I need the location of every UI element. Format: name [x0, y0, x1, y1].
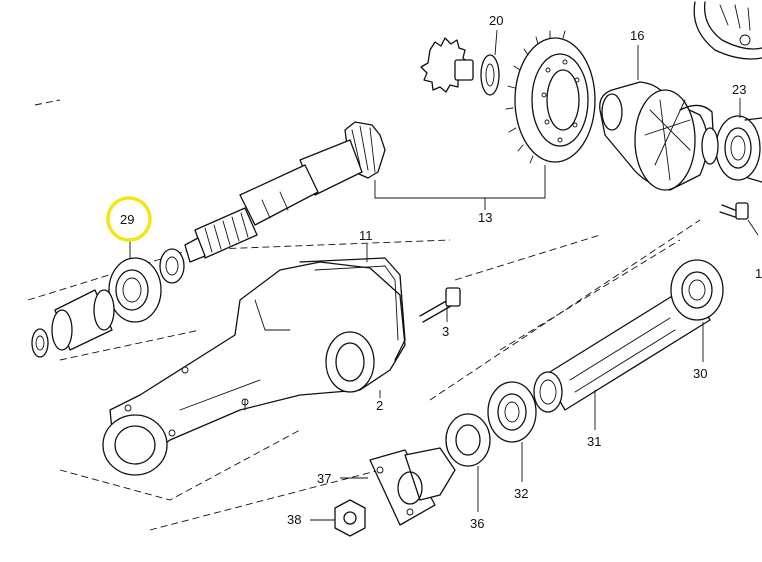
callout-labels: 20 16 23 13 29 11 3 2 30 31 32 36 37 38 …	[120, 13, 762, 531]
callout-16: 16	[630, 28, 644, 43]
callout-20: 20	[489, 13, 503, 28]
callout-23: 23	[732, 82, 746, 97]
callout-32: 32	[514, 486, 528, 501]
callout-36: 36	[470, 516, 484, 531]
callout-2: 2	[376, 398, 383, 413]
callout-31: 31	[587, 434, 601, 449]
ring-gear-part-13	[505, 30, 596, 164]
axle-housing-part-2	[102, 257, 406, 476]
bearing-part-23	[701, 115, 762, 183]
leader-lines	[129, 29, 741, 521]
housing-fragment	[693, 1, 762, 60]
callout-3: 3	[442, 324, 449, 339]
callout-13: 13	[478, 210, 492, 225]
seal-part-36	[445, 413, 491, 467]
stud-part-3	[419, 287, 461, 323]
bearing-part-32	[487, 381, 537, 443]
pinion-gear-part-20	[420, 37, 500, 96]
assembly-guide-lines	[27, 99, 701, 531]
callout-30: 30	[693, 366, 707, 381]
extension-tube-part-31	[533, 284, 711, 413]
bolt-part-1	[719, 202, 759, 236]
pinion-shaft	[184, 121, 386, 263]
nut-part-38	[334, 499, 366, 537]
bearing-part-30	[670, 259, 724, 321]
bearing-part-29	[108, 248, 185, 323]
differential-case-part-16	[599, 81, 715, 191]
callout-37: 37	[317, 471, 331, 486]
callout-38: 38	[287, 512, 301, 527]
flange-part-37	[369, 447, 456, 526]
callout-29: 29	[120, 212, 134, 227]
highlight-circle	[106, 196, 152, 242]
collapsible-spacer	[31, 289, 115, 358]
callout-11: 11	[359, 228, 373, 243]
callout-1: 1	[755, 266, 762, 281]
